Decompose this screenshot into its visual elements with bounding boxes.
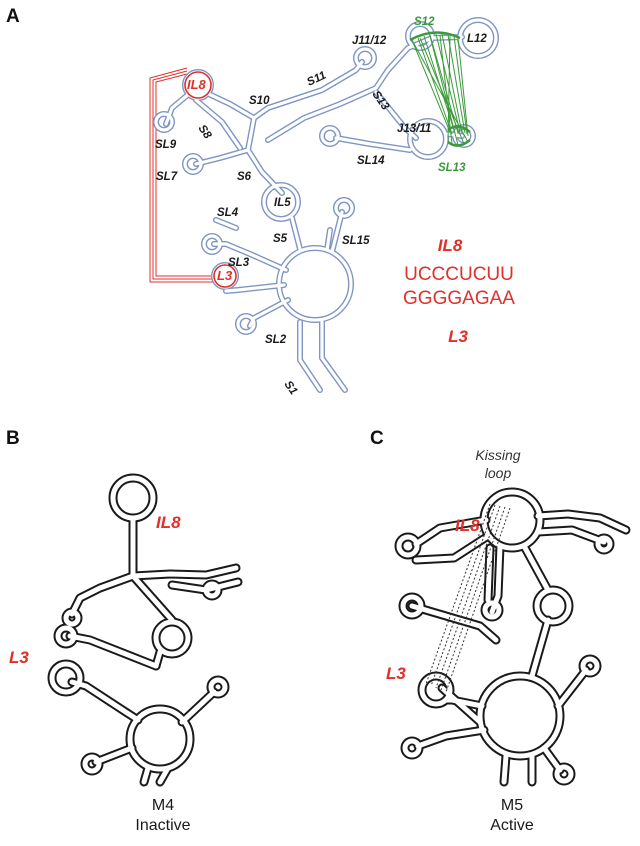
label-sl15: SL15 xyxy=(342,235,370,247)
label-sl7: SL7 xyxy=(156,171,178,183)
kissing-loop-pairing-lines xyxy=(425,503,511,693)
panel-c-caption-model: M5 xyxy=(501,797,523,814)
panel-c-caption-state: Active xyxy=(490,817,534,834)
panel-c-il8-label: IL8 xyxy=(455,516,480,535)
l3-loop-highlight xyxy=(213,264,237,288)
label-sl13: SL13 xyxy=(438,162,466,174)
label-l3: L3 xyxy=(217,268,233,283)
kissing-loop-label-line2: loop xyxy=(485,465,512,481)
rna-structure-panel-c xyxy=(394,487,631,787)
panel-a-letter: A xyxy=(6,6,20,27)
label-il8: IL8 xyxy=(187,77,207,92)
rna-structure-panel-a xyxy=(153,17,499,393)
label-l12: L12 xyxy=(467,33,487,45)
label-sl4: SL4 xyxy=(217,207,239,219)
sequence-legend: IL8 UCCCUCUU GGGGAGAA L3 xyxy=(403,236,515,346)
panel-b-l3-label: L3 xyxy=(9,648,29,667)
legend-seq-top: UCCCUCUU xyxy=(404,264,514,285)
kissing-loop-label-line1: Kissing xyxy=(475,447,520,463)
label-s5: S5 xyxy=(273,233,288,245)
legend-seq-bottom: GGGGAGAA xyxy=(403,288,515,309)
panel-b-caption-state: Inactive xyxy=(135,817,190,834)
panel-b-il8-label: IL8 xyxy=(156,513,181,532)
label-sl3: SL3 xyxy=(228,257,250,269)
panel-c-l3-label: L3 xyxy=(386,664,406,683)
il8-loop-highlight xyxy=(184,71,212,99)
panel-b-caption-model: M4 xyxy=(152,797,174,814)
label-il5: IL5 xyxy=(274,197,291,209)
rna-structure-panel-b xyxy=(47,473,243,787)
panel-b-letter: B xyxy=(6,428,20,449)
legend-l3-footer: L3 xyxy=(448,327,468,346)
label-sl2: SL2 xyxy=(265,334,287,346)
label-sl14: SL14 xyxy=(357,155,385,167)
legend-il8-title: IL8 xyxy=(438,236,463,255)
s12-sl13-interaction xyxy=(409,31,471,147)
label-s8: S8 xyxy=(196,123,214,142)
label-s12: S12 xyxy=(414,16,435,28)
label-s6: S6 xyxy=(237,171,252,183)
panel-c-letter: C xyxy=(370,428,384,449)
label-j13-11: J13/11 xyxy=(397,123,431,135)
label-s10: S10 xyxy=(249,95,270,107)
label-sl9: SL9 xyxy=(155,139,177,151)
il8-l3-pairing-bracket xyxy=(149,67,214,283)
label-j11-12: J11/12 xyxy=(352,35,387,47)
label-s1: S1 xyxy=(282,379,300,397)
